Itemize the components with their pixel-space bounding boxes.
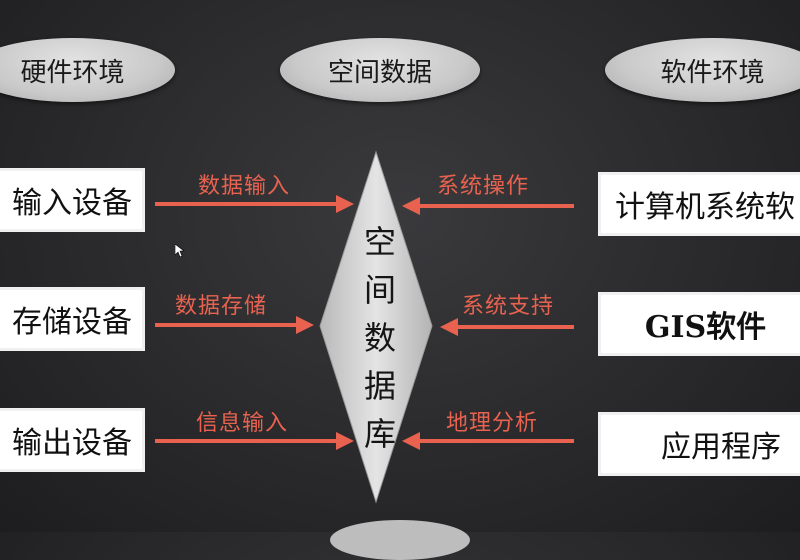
mouse-cursor-icon xyxy=(175,244,185,258)
arrow-geo-analysis xyxy=(402,432,574,450)
label-data-storage: 数据存储 xyxy=(175,294,268,319)
arrow-data-input xyxy=(155,195,354,213)
center-char-5: 库 xyxy=(363,415,396,453)
box-input-device: 输入设备 xyxy=(0,168,145,232)
center-char-3: 数 xyxy=(363,319,396,357)
label-system-support: 系统支持 xyxy=(462,294,555,319)
box-output-device: 输出设备 xyxy=(0,408,145,472)
box-storage-device: 存储设备 xyxy=(0,287,145,351)
arrow-system-support xyxy=(440,318,574,336)
center-char-4: 据 xyxy=(363,367,396,405)
label-geo-analysis: 地理分析 xyxy=(446,411,539,436)
label-system-operation: 系统操作 xyxy=(437,174,530,199)
arrow-data-storage xyxy=(155,316,314,334)
bottom-ellipse-partial xyxy=(330,520,470,560)
center-char-2: 间 xyxy=(363,271,396,309)
box-gis-software: GIS软件 xyxy=(598,292,800,356)
header-spatial-data: 空间数据 xyxy=(280,38,480,102)
header-spatial-data-label: 空间数据 xyxy=(327,57,432,88)
box-computer-system-software-label: 计算机系统软 xyxy=(615,190,795,225)
header-hardware-label: 硬件环境 xyxy=(20,57,125,88)
box-input-device-label: 输入设备 xyxy=(12,186,132,221)
center-diamond xyxy=(319,150,433,504)
arrows-and-diamond xyxy=(155,150,574,504)
box-storage-device-label: 存储设备 xyxy=(12,305,132,340)
center-label: 空 间 数 据 库 xyxy=(355,218,405,458)
box-gis-software-label: GIS软件 xyxy=(644,310,767,345)
header-software-label: 软件环境 xyxy=(660,57,765,88)
arrow-system-operation xyxy=(402,197,574,215)
arrow-info-input xyxy=(155,432,354,450)
center-char-1: 空 xyxy=(363,223,396,261)
box-application-program-label: 应用程序 xyxy=(661,430,781,465)
label-data-input: 数据输入 xyxy=(198,174,291,199)
box-application-program: 应用程序 xyxy=(598,412,800,476)
label-info-input: 信息输入 xyxy=(196,411,289,436)
box-output-device-label: 输出设备 xyxy=(12,426,132,461)
box-computer-system-software: 计算机系统软 xyxy=(598,172,800,236)
header-hardware: 硬件环境 xyxy=(0,38,175,102)
header-software: 软件环境 xyxy=(605,38,800,102)
